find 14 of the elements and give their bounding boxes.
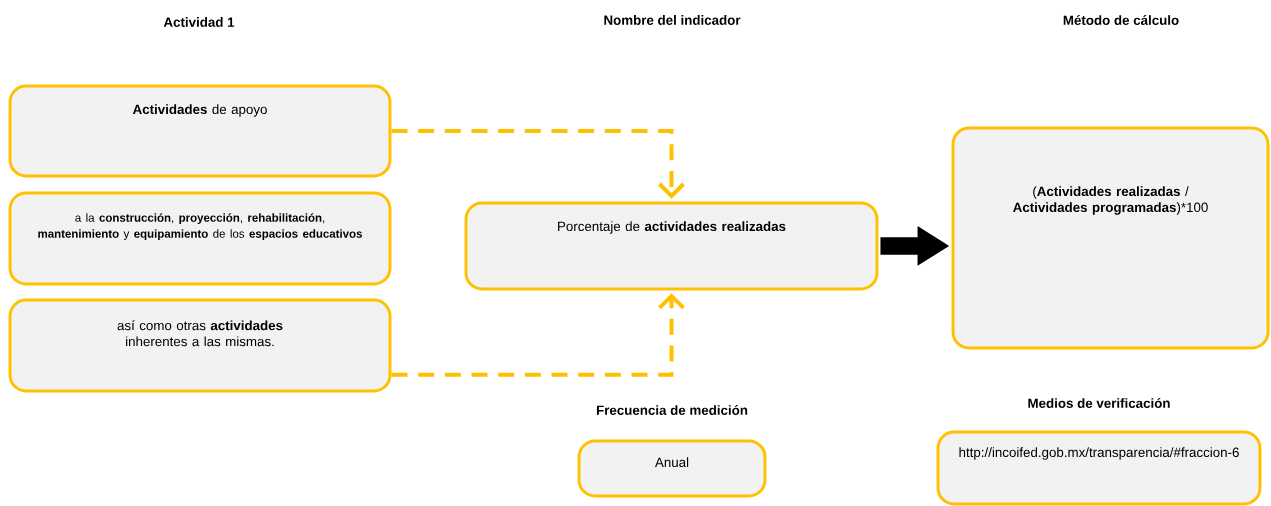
arrow [391, 293, 685, 377]
section-heading: Actividad 1 [163, 17, 235, 27]
arrow [391, 129, 685, 199]
verification-box: http://incoifed.gob.mx/transparencia/#fraccion-6 [936, 430, 1262, 506]
indicator-box: Porcentaje de actividades realizadas [464, 201, 879, 291]
frequency-box: Anual [577, 439, 767, 498]
formula-box: (Actividades realizadas / Actividades programadas)*100 [951, 126, 1270, 350]
process-box: Actividades de apoyo [8, 84, 392, 178]
section-heading: Método de cálculo [1063, 15, 1179, 25]
process-box: a la construcción, proyección, rehabilitación, mantenimiento y equipamiento de los espacios educativos [8, 191, 392, 286]
process-box: así como otras actividades inherentes a las mismas. [8, 298, 392, 393]
section-heading: Medios de verificación [1028, 398, 1170, 408]
section-heading: Frecuencia de medición [596, 405, 748, 415]
section-heading: Nombre del indicador [604, 15, 741, 25]
